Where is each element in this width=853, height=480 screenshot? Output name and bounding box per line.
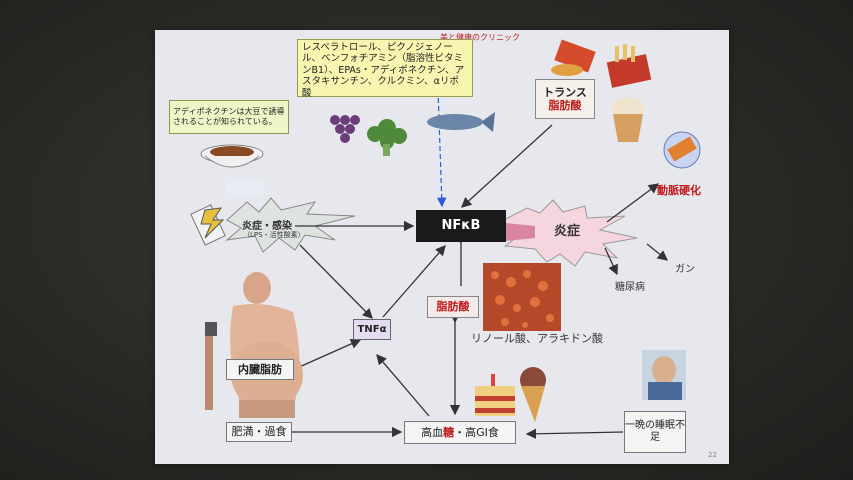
broccoli-illustration <box>367 119 407 156</box>
sleep-deprivation-box: 一晩の睡眠不足 <box>624 411 686 453</box>
junkfood-illustration <box>551 39 652 88</box>
curry-bowl-illustration <box>200 144 264 168</box>
high-sugar-highlight: 糖 <box>443 425 455 439</box>
nfkb-signal-band <box>505 223 535 241</box>
high-sugar-box: 高血糖・高GI食 <box>404 421 516 444</box>
inflammation-label: 炎症 <box>554 224 581 239</box>
fish-illustration <box>427 112 495 132</box>
visceral-fat-box: 内臓脂肪 <box>226 359 294 380</box>
slide: 美と健康のクリニック レスベラトロール、ピクノジェノール、ベンフォチアミン（脂溶… <box>155 30 729 464</box>
artery-illustration <box>663 131 701 169</box>
trans-fat-line2: 脂肪酸 <box>548 99 582 112</box>
cloud <box>225 179 265 197</box>
high-sugar-pre: 高血 <box>421 425 444 439</box>
high-sugar-post: ・高GI食 <box>454 425 499 439</box>
nutrients-box: レスベラトロール、ピクノジェノール、ベンフォチアミン（脂溶性ビタミンB1）、EP… <box>297 39 473 99</box>
obese-man-illustration <box>205 272 303 418</box>
trans-fat-box: トランス 脂肪酸 <box>535 79 595 119</box>
arteriosclerosis-label: 動脈硬化 <box>657 184 701 197</box>
cake-illustration <box>475 374 515 416</box>
arrows-layer <box>190 39 701 440</box>
cancer-label: ガン <box>675 264 695 275</box>
infection-sublabel: （LPS・活性酸素） <box>243 231 305 239</box>
obesity-overeating-box: 肥満・過食 <box>226 422 292 442</box>
diabetes-label: 糖尿病 <box>615 282 645 293</box>
page-number: 22 <box>708 451 717 459</box>
nfkb-box: NFκB <box>416 210 506 242</box>
inflammation-burst <box>499 199 638 267</box>
icecream-illustration <box>520 367 546 422</box>
linoleic-arachidonic-label: リノール酸、アラキドン酸 <box>471 332 603 345</box>
trans-fat-line1: トランス <box>543 85 587 99</box>
soy-note-box: アディポネクチンは大豆で誘導されることが知られている。 <box>169 100 289 134</box>
clinic-credit: 美と健康のクリニック <box>440 33 520 42</box>
grapes-illustration <box>330 115 360 143</box>
fatty-acid-box: 脂肪酸 <box>427 296 479 318</box>
infection-label: 炎症・感染 <box>242 221 292 232</box>
infection-burst <box>225 197 356 253</box>
muffin-illustration <box>611 97 645 142</box>
lightning-illustration <box>190 204 226 246</box>
sleep-person-illustration <box>642 350 686 400</box>
tnf-alpha-box: TNFα <box>353 319 391 340</box>
